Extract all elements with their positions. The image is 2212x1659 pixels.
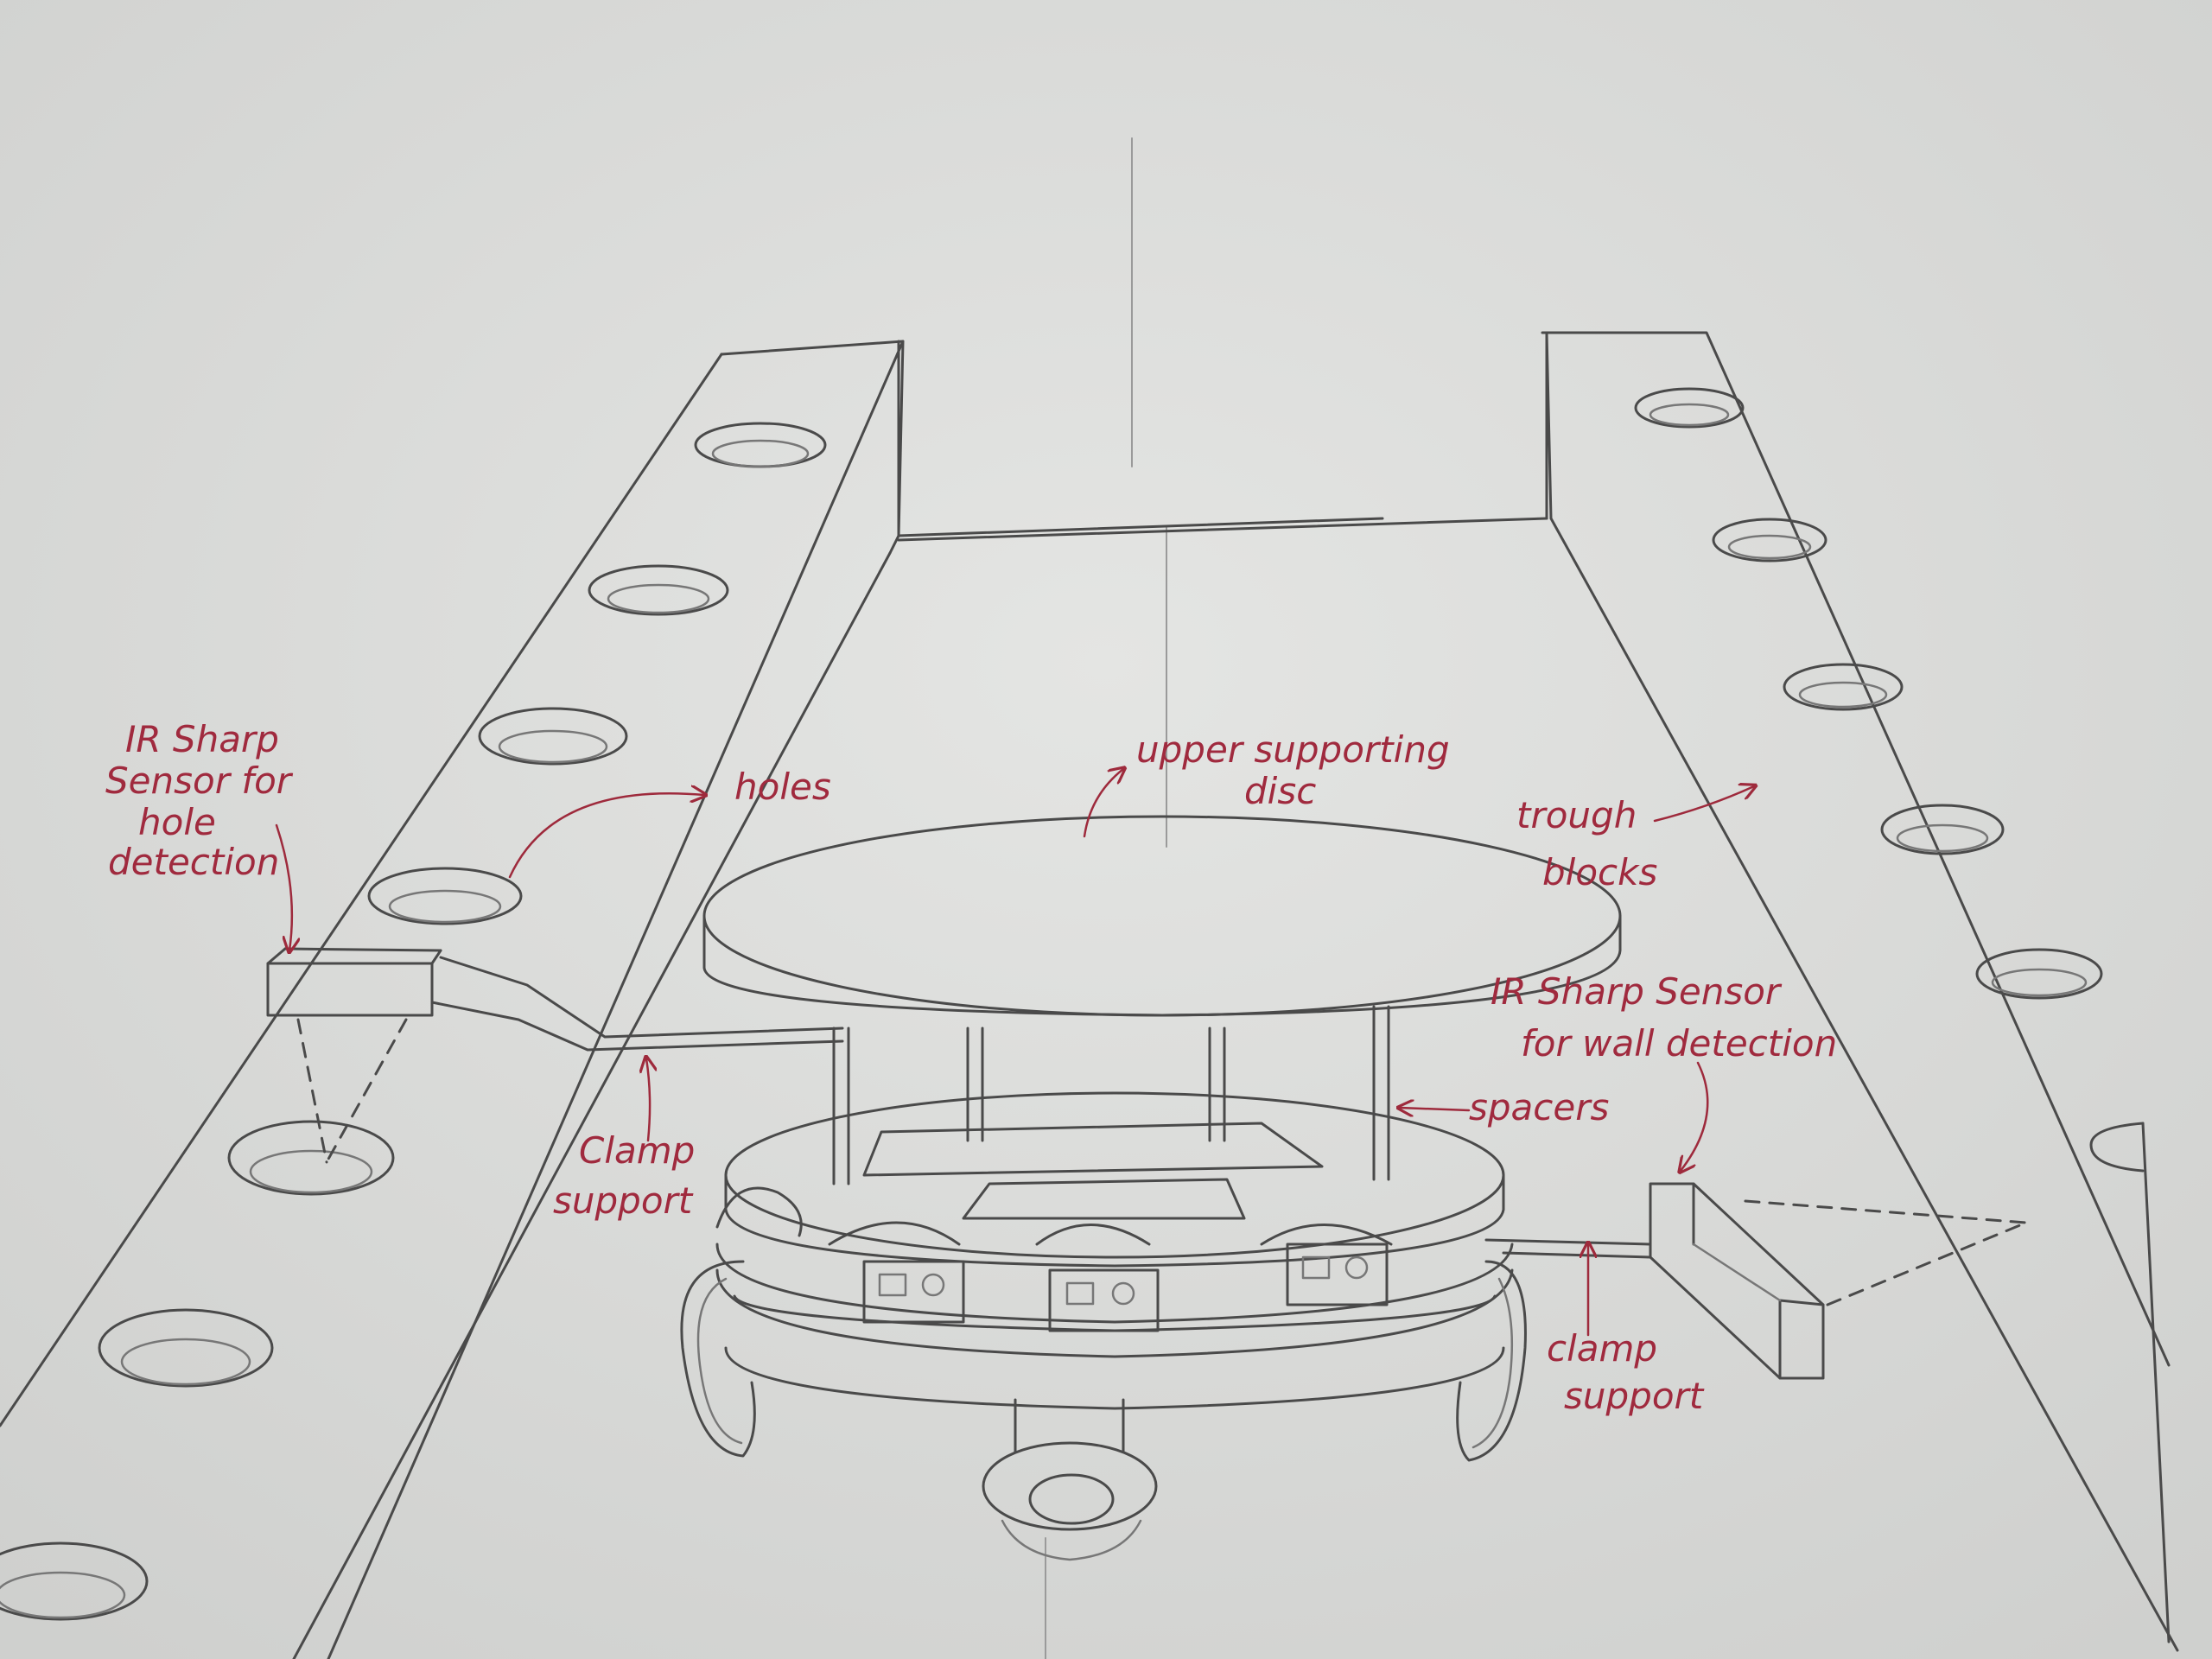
label-ir-hole-line1: IR Sharp bbox=[125, 718, 279, 760]
label-clamp-left-line1: Clamp bbox=[579, 1129, 695, 1172]
label-ir-wall-line2: for wall detection bbox=[1521, 1022, 1837, 1065]
label-holes: holes bbox=[734, 766, 831, 808]
label-ir-hole-line4: detection bbox=[108, 841, 279, 883]
label-trough-line1: trough bbox=[1516, 794, 1637, 836]
label-clamp-left-line2: support bbox=[553, 1179, 694, 1222]
label-spacers: spacers bbox=[1469, 1086, 1609, 1128]
label-ir-wall-line1: IR Sharp Sensor bbox=[1491, 970, 1783, 1013]
label-trough-line2: blocks bbox=[1542, 851, 1657, 893]
label-upper-disc-line2: disc bbox=[1244, 770, 1316, 812]
label-upper-disc-line1: upper supporting bbox=[1136, 728, 1450, 771]
label-clamp-right-line2: support bbox=[1564, 1375, 1705, 1417]
label-ir-hole-line3: hole bbox=[138, 801, 216, 843]
label-ir-hole-line2: Sensor for bbox=[105, 760, 294, 802]
label-clamp-right-line1: clamp bbox=[1547, 1327, 1657, 1370]
